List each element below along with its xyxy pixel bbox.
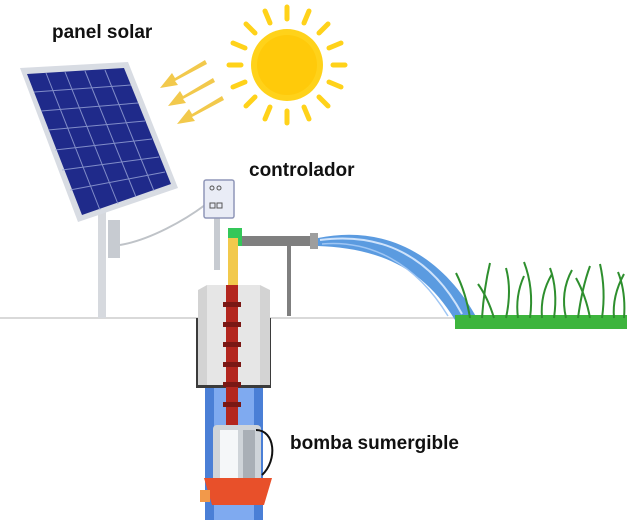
sun-icon (226, 4, 348, 126)
riser-pipe (223, 238, 241, 425)
pump-label: bomba sumergible (290, 433, 459, 454)
sunlight-arrows-icon (160, 60, 224, 124)
solar-panel-label: panel solar (52, 22, 153, 43)
grass-icon (455, 261, 627, 329)
controller-box-icon (203, 179, 235, 270)
controller-label: controlador (249, 160, 355, 181)
solar-panel-icon (20, 62, 178, 318)
water-stream-icon (318, 234, 478, 320)
panel-cable (119, 204, 206, 246)
submersible-pump-icon (200, 425, 274, 505)
